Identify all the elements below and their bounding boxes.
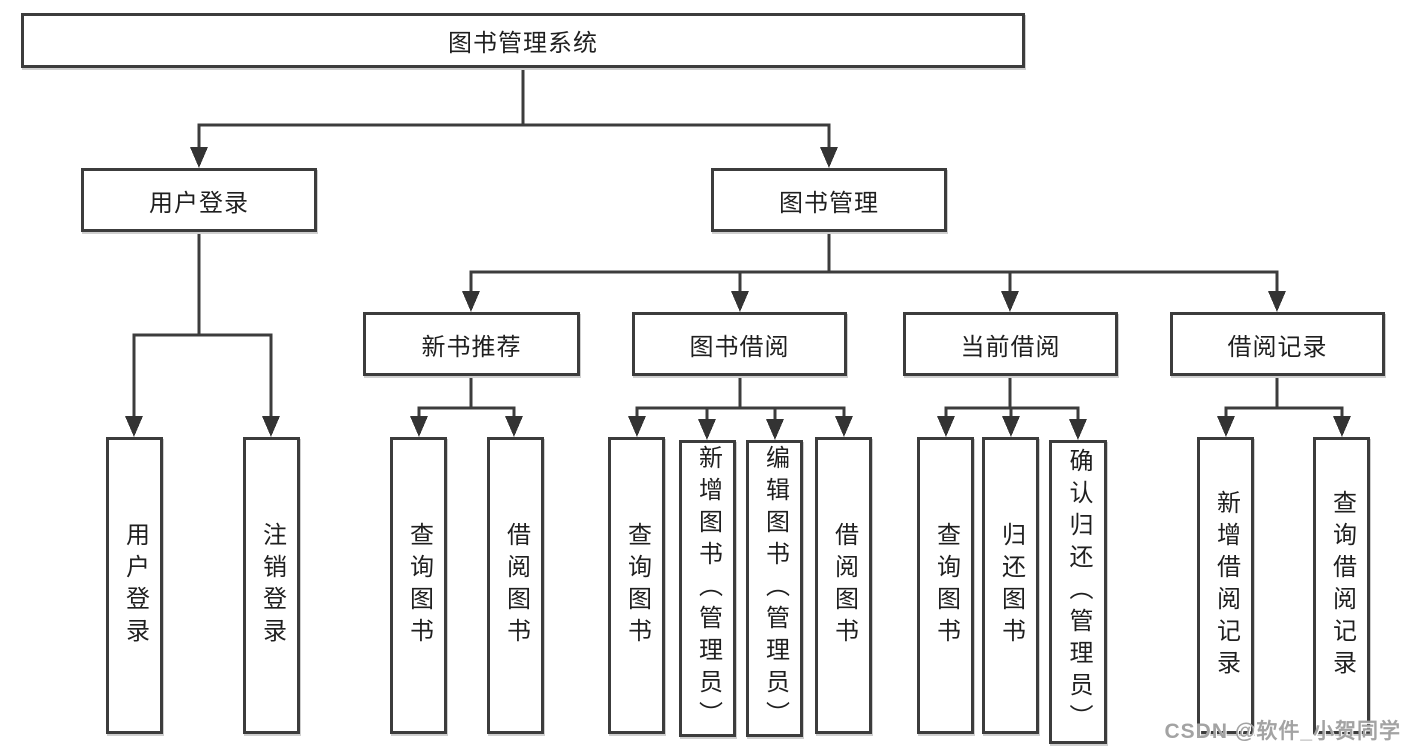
arrow-down-icon bbox=[1333, 416, 1351, 437]
leaf-label: 编辑图书（管理员） bbox=[761, 444, 789, 733]
node-borrow-records: 借阅记录 bbox=[1170, 312, 1385, 376]
connector-records-bar bbox=[1224, 376, 1344, 418]
leaf-borrow-books-recommend: 借阅图书 bbox=[487, 437, 544, 734]
node-current-borrow: 当前借阅 bbox=[903, 312, 1118, 376]
watermark: CSDN @软件_小贺同学 bbox=[1164, 720, 1401, 743]
arrow-down-icon bbox=[698, 419, 716, 440]
arrow-down-icon bbox=[937, 416, 955, 437]
leaf-user-login: 用户登录 bbox=[106, 437, 163, 734]
connector-recommend-bar bbox=[417, 376, 516, 418]
leaf-label: 查询图书 bbox=[932, 521, 960, 650]
arrow-down-icon bbox=[820, 147, 838, 168]
leaf-label: 注销登录 bbox=[258, 521, 286, 650]
node-root-system: 图书管理系统 bbox=[21, 13, 1025, 68]
leaf-label: 查询图书 bbox=[405, 521, 433, 650]
leaf-logout: 注销登录 bbox=[243, 437, 300, 734]
connector-current-bar bbox=[944, 376, 1080, 421]
leaf-query-borrow-record: 查询借阅记录 bbox=[1313, 437, 1370, 734]
leaf-query-books-current: 查询图书 bbox=[917, 437, 974, 734]
leaf-confirm-return-admin: 确认归还（管理员） bbox=[1049, 440, 1107, 744]
leaf-edit-book-admin: 编辑图书（管理员） bbox=[746, 440, 803, 737]
arrow-down-icon bbox=[462, 291, 480, 312]
arrow-down-icon bbox=[1268, 291, 1286, 312]
connector-borrow-bar bbox=[635, 376, 846, 421]
connector-mgmt-bar bbox=[469, 270, 1279, 293]
arrow-down-icon bbox=[190, 147, 208, 168]
connector-login-bar bbox=[132, 333, 273, 418]
arrow-down-icon bbox=[1001, 291, 1019, 312]
arrow-down-icon bbox=[262, 416, 280, 437]
node-label: 图书借阅 bbox=[689, 333, 790, 361]
leaf-label: 新增借阅记录 bbox=[1212, 489, 1240, 682]
node-label: 用户登录 bbox=[149, 189, 249, 217]
leaf-label: 新增图书（管理员） bbox=[694, 444, 722, 733]
leaf-label: 确认归还（管理员） bbox=[1065, 448, 1092, 736]
node-label: 当前借阅 bbox=[960, 333, 1061, 361]
arrow-down-icon bbox=[1069, 419, 1087, 440]
leaf-label: 查询借阅记录 bbox=[1328, 489, 1356, 682]
arrow-down-icon bbox=[1002, 416, 1020, 437]
leaf-query-books-borrow: 查询图书 bbox=[608, 437, 665, 734]
node-book-management: 图书管理 bbox=[711, 168, 947, 232]
node-label: 借阅记录 bbox=[1227, 333, 1328, 361]
node-label: 图书管理系统 bbox=[448, 30, 598, 57]
leaf-label: 借阅图书 bbox=[830, 521, 858, 650]
node-user-login: 用户登录 bbox=[81, 168, 317, 232]
leaf-borrow-books: 借阅图书 bbox=[815, 437, 872, 734]
leaf-label: 用户登录 bbox=[121, 521, 149, 650]
leaf-label: 借阅图书 bbox=[502, 521, 530, 650]
node-new-book-recommend: 新书推荐 bbox=[363, 312, 580, 376]
leaf-add-book-admin: 新增图书（管理员） bbox=[679, 440, 736, 737]
leaf-label: 查询图书 bbox=[623, 521, 651, 650]
leaf-label: 归还图书 bbox=[997, 521, 1025, 650]
arrow-down-icon bbox=[731, 291, 749, 312]
arrow-down-icon bbox=[125, 416, 143, 437]
arrow-down-icon bbox=[410, 416, 428, 437]
arrow-down-icon bbox=[505, 416, 523, 437]
leaf-return-book: 归还图书 bbox=[982, 437, 1039, 734]
arrow-down-icon bbox=[835, 416, 853, 437]
node-label: 图书管理 bbox=[779, 189, 879, 217]
arrow-down-icon bbox=[628, 416, 646, 437]
arrow-down-icon bbox=[1217, 416, 1235, 437]
leaf-add-borrow-record: 新增借阅记录 bbox=[1197, 437, 1254, 734]
arrow-down-icon bbox=[766, 419, 784, 440]
node-book-borrow: 图书借阅 bbox=[632, 312, 847, 376]
leaf-query-books-recommend: 查询图书 bbox=[390, 437, 447, 734]
node-label: 新书推荐 bbox=[421, 333, 522, 361]
connector-root-bar bbox=[197, 123, 831, 149]
